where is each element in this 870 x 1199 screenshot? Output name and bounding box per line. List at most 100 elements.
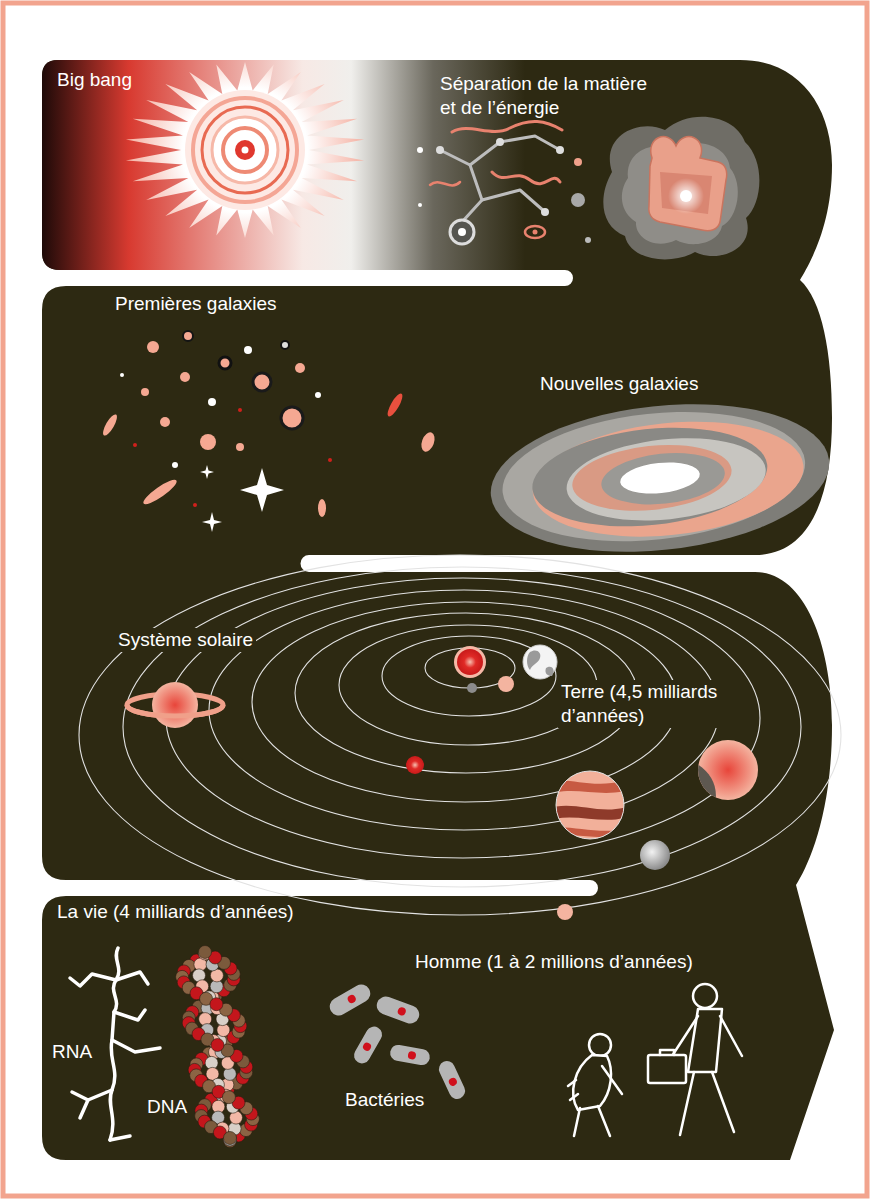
illustration-label: La vie (4 milliards d’années) — [57, 900, 294, 924]
matter-network-part — [496, 138, 504, 146]
bacteria-part — [389, 1044, 431, 1067]
page-border — [3, 3, 867, 1196]
dna-helix-part — [222, 1091, 235, 1104]
rna-strand-part — [80, 1100, 88, 1118]
human-figures — [568, 984, 742, 1136]
first-galaxies-part — [101, 413, 120, 438]
planets-part — [556, 771, 624, 839]
orbits-part — [166, 578, 760, 858]
matter-network-part — [492, 172, 560, 184]
first-galaxies-part — [295, 363, 305, 373]
first-galaxies-part — [160, 417, 170, 427]
matter-network-part — [533, 230, 538, 235]
big-bang-spikes — [126, 62, 364, 238]
first-galaxies-part — [202, 512, 222, 532]
spiral-galaxy-part — [527, 409, 809, 549]
planets-part — [527, 650, 540, 670]
first-galaxies-part — [219, 357, 231, 369]
bacteria-part-part — [346, 994, 357, 1005]
matter-network-part — [452, 121, 562, 132]
matter-network-part — [482, 190, 545, 212]
planets-part — [152, 682, 198, 728]
first-galaxies-part — [328, 458, 332, 462]
first-galaxies-part — [200, 434, 216, 450]
planets-part — [545, 667, 553, 676]
first-galaxies-part — [200, 465, 214, 479]
bacteria — [326, 981, 467, 1101]
matter-network-part — [556, 146, 564, 154]
illustration-label: Premières galaxies — [115, 292, 277, 316]
planets-part — [523, 645, 557, 679]
big-bang-burst-part — [242, 147, 249, 154]
orbits-part — [123, 567, 801, 887]
bacteria-part-part — [389, 1044, 431, 1067]
illustration-label: Système solaire — [115, 628, 256, 652]
planets-part — [550, 780, 630, 837]
big-bang-burst-part — [185, 90, 305, 210]
first-galaxies-part — [240, 468, 284, 512]
first-galaxies-part — [281, 407, 303, 429]
serpent-band — [42, 60, 834, 1160]
planets-part — [127, 705, 223, 716]
rna-strand-part — [72, 1090, 112, 1100]
planets-part-part — [550, 806, 630, 820]
spiral-galaxy-part — [496, 398, 812, 555]
bacteria-part — [436, 1058, 467, 1101]
matter-network-part — [541, 208, 549, 216]
planets-part — [498, 676, 514, 692]
big-bang-burst-part — [235, 140, 255, 160]
first-galaxies-part — [281, 341, 289, 349]
human-figures-part — [693, 984, 717, 1008]
big-bang-burst — [126, 62, 364, 238]
first-galaxies-part — [141, 476, 180, 507]
bacteria-part-part — [436, 1058, 467, 1101]
bacteria-part — [351, 1024, 385, 1067]
matter-network-part — [585, 237, 591, 243]
spiral-galaxy — [483, 389, 836, 568]
illustration-label: Nouvelles galaxies — [540, 372, 698, 396]
matter-network-part — [436, 146, 444, 154]
illustration-label: Terre (4,5 milliards d’années) — [558, 680, 739, 728]
human-figures-part — [574, 1108, 580, 1136]
dna-helix-part — [211, 1039, 224, 1052]
first-galaxies-part — [183, 331, 193, 341]
planets-part — [454, 646, 486, 678]
first-galaxies-part — [208, 398, 216, 406]
nebula-cloud — [603, 117, 759, 260]
matter-network-part — [571, 193, 585, 207]
planets-part — [406, 756, 424, 774]
bacteria-part — [326, 981, 373, 1019]
bacteria-part — [374, 994, 422, 1026]
bacteria-part-part — [407, 1051, 416, 1060]
human-figures-part — [672, 1016, 698, 1056]
planets-part — [556, 771, 624, 839]
first-galaxies-part — [120, 373, 124, 377]
human-figures-part — [568, 1080, 578, 1100]
planets-part — [690, 760, 716, 812]
dna-helix — [176, 946, 260, 1148]
big-bang-spikes-part — [126, 62, 364, 238]
bacteria-part-part — [397, 1006, 407, 1016]
rna-strand-part — [112, 1040, 160, 1052]
illustration-label: RNA — [52, 1040, 92, 1064]
bacteria-part-part — [351, 1024, 385, 1067]
big-bang-burst-part — [193, 98, 297, 202]
dna-helix-part — [210, 998, 223, 1011]
first-galaxies-part — [385, 392, 405, 419]
nebula-cloud-part — [668, 178, 704, 214]
planets-part-part — [550, 827, 630, 837]
illustration-label: DNA — [147, 1095, 187, 1119]
first-galaxies-part — [236, 443, 244, 451]
human-figures-part — [598, 1106, 610, 1136]
human-figures-part — [602, 1066, 622, 1094]
rna-strand-part — [70, 974, 116, 986]
first-galaxies-part — [147, 341, 159, 353]
illustration-label: Bactéries — [345, 1088, 424, 1112]
first-galaxies-part — [193, 503, 197, 507]
planets — [127, 645, 758, 920]
spiral-galaxy-part — [527, 417, 772, 537]
spiral-galaxy-part — [563, 429, 770, 529]
orbits-part — [79, 555, 841, 915]
human-figures-part — [648, 1055, 686, 1083]
